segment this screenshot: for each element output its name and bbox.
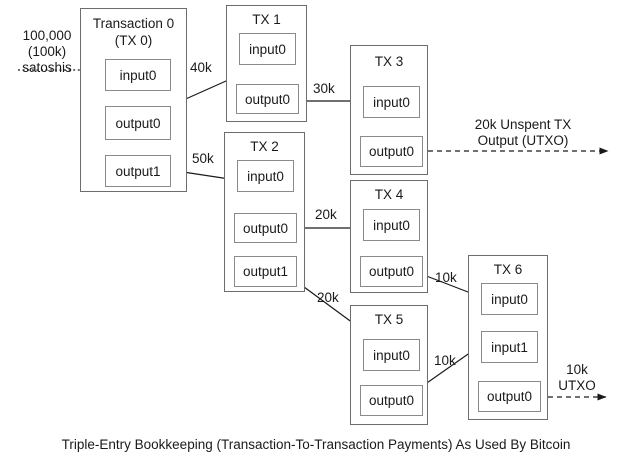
utxo-label-tx6: 10k UTXO	[558, 362, 596, 393]
tx2-output1[interactable]: output1	[234, 256, 297, 287]
tx0-output0[interactable]: output0	[105, 106, 171, 140]
flow-label-tx0-out1-to-tx2: 50k	[192, 151, 214, 166]
flow-label-tx0-out0-to-tx1: 40k	[190, 60, 212, 75]
flow-label-tx1-out0-to-tx3: 30k	[313, 81, 335, 96]
transaction-title-tx4: TX 4	[374, 187, 404, 202]
tx2-input0[interactable]: input0	[237, 160, 294, 192]
transaction-box-tx4[interactable]: TX 4 input0 output0	[350, 180, 428, 293]
tx6-input1[interactable]: input1	[481, 331, 538, 363]
tx0-input0[interactable]: input0	[105, 59, 171, 91]
transaction-title-tx2: TX 2	[250, 139, 279, 154]
tx4-output0[interactable]: output0	[360, 256, 423, 287]
transaction-box-tx3[interactable]: TX 3 input0 output0	[350, 45, 428, 175]
flow-label-tx5-out0-to-tx6: 10k	[434, 353, 456, 368]
transaction-title-tx6: TX 6	[493, 262, 523, 277]
tx1-input0[interactable]: input0	[239, 33, 296, 65]
utxo-label-tx3: 20k Unspent TX Output (UTXO)	[474, 117, 572, 148]
transaction-box-tx5[interactable]: TX 5 input0 output0	[350, 305, 428, 425]
tx0-output1[interactable]: output1	[105, 155, 171, 187]
transaction-title-tx5: TX 5	[374, 312, 404, 327]
tx5-output0[interactable]: output0	[360, 385, 423, 416]
tx6-output0[interactable]: output0	[478, 381, 541, 412]
transaction-box-tx1[interactable]: TX 1 input0 output0	[226, 5, 307, 122]
transaction-box-tx2[interactable]: TX 2 input0 output0 output1	[224, 132, 305, 292]
transaction-title-tx0: Transaction 0 (TX 0)	[92, 16, 175, 48]
transaction-title-tx3: TX 3	[374, 54, 404, 69]
transaction-title-tx1: TX 1	[252, 12, 281, 27]
flow-label-tx2-out0-to-tx4: 20k	[315, 207, 337, 222]
tx2-output0[interactable]: output0	[234, 213, 297, 243]
tx4-input0[interactable]: input0	[363, 209, 420, 241]
source-amount-label: 100,000 (100k) satoshis	[22, 28, 72, 75]
transaction-box-tx0[interactable]: Transaction 0 (TX 0) input0 output0 outp…	[80, 8, 187, 192]
tx5-input0[interactable]: input0	[363, 339, 420, 371]
flow-label-tx4-out0-to-tx6: 10k	[435, 270, 457, 285]
tx3-output0[interactable]: output0	[360, 136, 423, 167]
tx1-output0[interactable]: output0	[236, 84, 299, 114]
flow-label-tx2-out1-to-tx5: 20k	[317, 290, 339, 305]
tx3-input0[interactable]: input0	[363, 86, 420, 118]
diagram-caption: Triple-Entry Bookkeeping (Transaction-To…	[61, 437, 571, 452]
transaction-box-tx6[interactable]: TX 6 input0 input1 output0	[468, 255, 548, 420]
tx6-input0[interactable]: input0	[481, 283, 538, 315]
